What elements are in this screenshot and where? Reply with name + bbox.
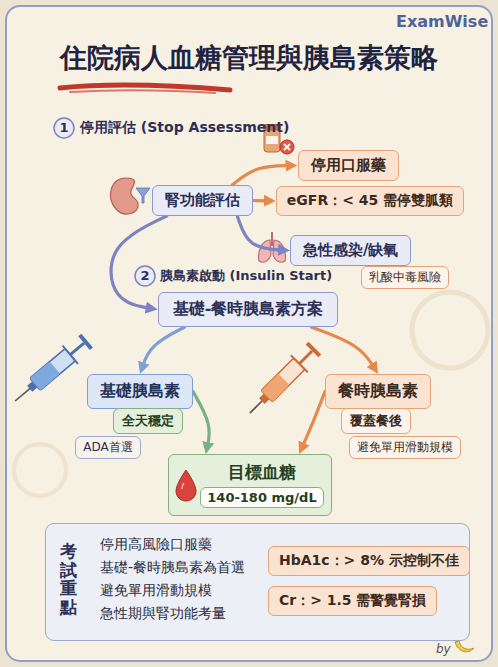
key-point: 停用高風險口服藥 (100, 536, 212, 554)
node-text: 腎功能評估 (165, 191, 240, 210)
node-text: 基礎-餐時胰島素方案 (173, 299, 324, 320)
key-point: 避免單用滑動規模 (100, 582, 212, 600)
node-text: Cr：> 1.5 需警覺腎損 (279, 592, 426, 610)
blood-drop-icon (176, 470, 196, 501)
node-text: 餐時胰島素 (338, 381, 418, 402)
flow-arrow (253, 199, 270, 203)
target-box: 目標血糖 140-180 mg/dL (168, 454, 332, 516)
step-number: 2 (135, 267, 155, 285)
flow-arrow (232, 166, 291, 185)
title-underline (70, 90, 215, 93)
node-text: 基礎胰島素 (100, 381, 180, 402)
step-circle (54, 118, 74, 138)
section-heading: 停用評估 (Stop Assessment) (80, 119, 289, 137)
basal-syringe (7, 331, 94, 410)
flow-arrow (142, 327, 185, 368)
kidney-icon (111, 178, 150, 214)
brand-name: ExamWise (396, 12, 488, 31)
condition-box: 急性感染/缺氧 (290, 235, 411, 266)
feature-tag: 覆蓋餐後 (341, 408, 411, 434)
step-number: 1 (54, 119, 74, 137)
insulin-box: 基礎胰島素 (87, 374, 193, 409)
panel-heading: 考試重點 (60, 542, 77, 617)
threshold-box: HbA1c：> 8% 示控制不佳 (268, 546, 470, 576)
key-point: 基礎-餐時胰島素為首選 (100, 559, 245, 577)
frame (6, 6, 492, 661)
node-text: 全天穩定 (122, 412, 174, 430)
key-points-panel: 考試重點 停用高風險口服藥基礎-餐時胰島素為首選避免單用滑動規模急性期與腎功能考量… (45, 523, 470, 641)
feature-tag: 全天穩定 (113, 408, 183, 434)
coffee-stain (14, 444, 66, 496)
node-text: 避免單用滑動規模 (357, 439, 453, 456)
regimen-box: 基礎-餐時胰島素方案 (158, 292, 339, 327)
rule-box: eGFR：< 45 需停雙胍類 (276, 186, 464, 216)
node-text: 乳酸中毒風險 (369, 269, 441, 286)
node-text: ADA首選 (83, 439, 132, 456)
threshold-box: Cr：> 1.5 需警覺腎損 (268, 586, 437, 616)
bolus-syringe (241, 340, 323, 422)
node-text: 140-180 mg/dL (207, 490, 316, 505)
note-tag: ADA首選 (75, 436, 140, 459)
node-text: 停用口服藥 (311, 156, 386, 175)
blood-drop-highlight (182, 483, 184, 489)
note-tag: 避免單用滑動規模 (349, 436, 461, 459)
node-text: HbA1c：> 8% 示控制不佳 (279, 552, 459, 570)
node-text: 覆蓋餐後 (350, 412, 402, 430)
insulin-box: 餐時胰島素 (325, 374, 431, 409)
target-value: 140-180 mg/dL (200, 487, 323, 508)
flow-arrow (237, 216, 284, 250)
flow-arrow (311, 327, 375, 369)
section-heading: 胰島素啟動 (Insulin Start) (160, 267, 332, 285)
signature: by (436, 642, 451, 656)
coffee-stain (412, 292, 488, 368)
step-circle (135, 266, 155, 286)
risk-tag: 乳酸中毒風險 (361, 266, 449, 289)
node-text: eGFR：< 45 需停雙胍類 (287, 192, 453, 210)
banana-icon (455, 641, 474, 652)
node-text: 目標血糖 (199, 461, 325, 484)
node-text: 急性感染/缺氧 (303, 241, 398, 260)
diagram-title: 住院病人血糖管理與胰島素策略 (0, 40, 498, 76)
action-box: 停用口服藥 (298, 150, 399, 181)
key-point: 急性期與腎功能考量 (100, 605, 226, 623)
assessment-box: 腎功能評估 (152, 185, 253, 216)
flow-arrow (193, 392, 209, 449)
flow-arrow (302, 392, 325, 449)
